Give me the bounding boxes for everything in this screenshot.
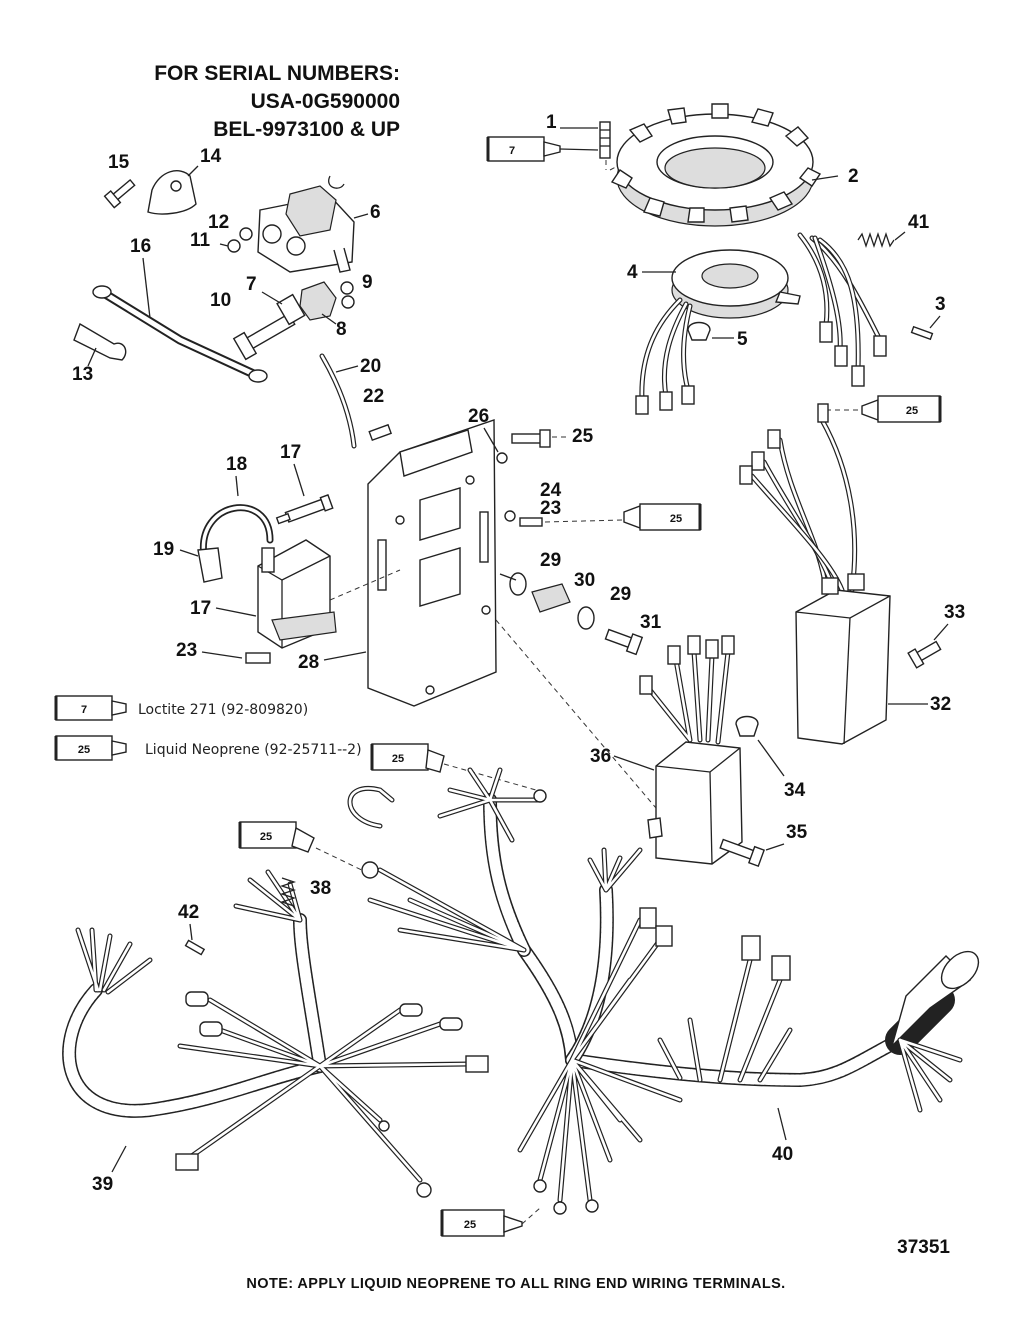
callout-38: 38 [310,878,331,899]
callout-42: 42 [178,902,199,923]
switch-box-group: 25 32 33 [739,395,965,745]
tube-label: 25 [670,513,682,525]
callout-22: 20 [360,356,381,377]
callout-23: 22 [363,386,384,407]
callout-9: 9 [362,272,373,293]
callout-31: 30 [574,570,595,591]
callout-14: 14 [200,146,222,167]
bracket-icon [147,170,197,215]
rectifier-icon [655,741,743,865]
callout-25: 28 [298,652,319,673]
header-line-3: BEL-9973100 & UP [213,118,400,141]
callout-4: 4 [627,262,638,283]
callout-37: 35 [786,822,808,843]
neoprene-tube-icon: 25 [238,821,315,853]
tube-label: 25 [464,1219,476,1231]
tube-label: 25 [260,831,272,843]
serial-number-header: FOR SERIAL NUMBERS: USA-0G590000 BEL-997… [154,62,400,141]
harness-40: 40 25 [347,767,980,1237]
legend-text: Loctite 271 (92-809820) [138,702,308,718]
legend-text: Liquid Neoprene (92-25711--2) [145,742,362,758]
callout-11: 11 [190,230,211,251]
callout-7: 7 [246,274,257,295]
callout-10: 10 [210,290,231,311]
legend: 7 Loctite 271 (92-809820) 25 Liquid Neop… [54,695,362,761]
screw-icon [599,121,611,159]
neoprene-tube-icon: 25 [370,743,445,773]
callout-12: 12 [208,212,229,233]
tube-label: 25 [906,405,918,417]
callout-26: 23 [540,498,561,519]
loctite-tube-icon: 7 [486,136,561,162]
callout-8: 8 [336,319,347,340]
legend-item-neoprene: 25 Liquid Neoprene (92-25711--2) [54,735,362,761]
callout-24: 23 [176,640,197,661]
rectifier-group: 25 36 34 35 [370,619,808,867]
callout-33: 32 [930,694,951,715]
callout-3: 3 [935,294,946,315]
harness-39: 25 39 38 42 [62,821,489,1198]
neoprene-tube-icon: 25 [440,1209,523,1237]
callout-36: 36 [590,746,611,767]
header-line-1: FOR SERIAL NUMBERS: [154,62,400,85]
boot-icon [73,322,127,361]
callout-2: 2 [848,166,859,187]
callout-39: 39 [92,1174,113,1195]
callout-19: 19 [153,539,174,560]
callout-27: 24 [540,480,562,501]
callout-18: 18 [226,454,247,475]
legend-tube-label: 25 [78,744,90,756]
stator-assembly: 7 2 1 41 3 4 [486,103,946,415]
callout-20: 17 [280,442,301,463]
legend-item-loctite: 7 Loctite 271 (92-809820) [54,695,308,721]
callout-34: 33 [944,602,965,623]
callout-35: 34 [784,780,806,801]
neoprene-tube-icon: 25 [861,395,942,423]
tube-label: 7 [509,145,515,157]
callout-13: 13 [72,364,93,385]
callout-41: 41 [908,212,930,233]
tube-label: 25 [392,753,404,765]
callout-1: 1 [546,112,557,133]
callout-5: 5 [737,329,748,350]
callout-32: 31 [640,612,662,633]
callout-29: 26 [468,406,489,427]
callout-40: 40 [772,1144,793,1165]
starter-solenoid-group: 15 14 6 12 11 9 7 8 10 [72,146,381,385]
header-line-2: USA-0G590000 [251,90,400,113]
diagram-id: 37351 [897,1237,950,1258]
callout-6: 6 [370,202,381,223]
footer-note: NOTE: APPLY LIQUID NEOPRENE TO ALL RING … [246,1276,785,1292]
mounting-plate-group: 20 22 28 18 19 17 17 23 [153,353,702,707]
callout-17: 17 [190,598,211,619]
callout-30: 29 [610,584,631,605]
legend-tube-label: 7 [81,704,87,716]
callout-16: 16 [130,236,151,257]
neoprene-tube-icon: 25 [623,503,702,531]
callout-30: 29 [540,550,561,571]
callout-28: 25 [572,426,594,447]
callout-15: 15 [108,152,130,173]
